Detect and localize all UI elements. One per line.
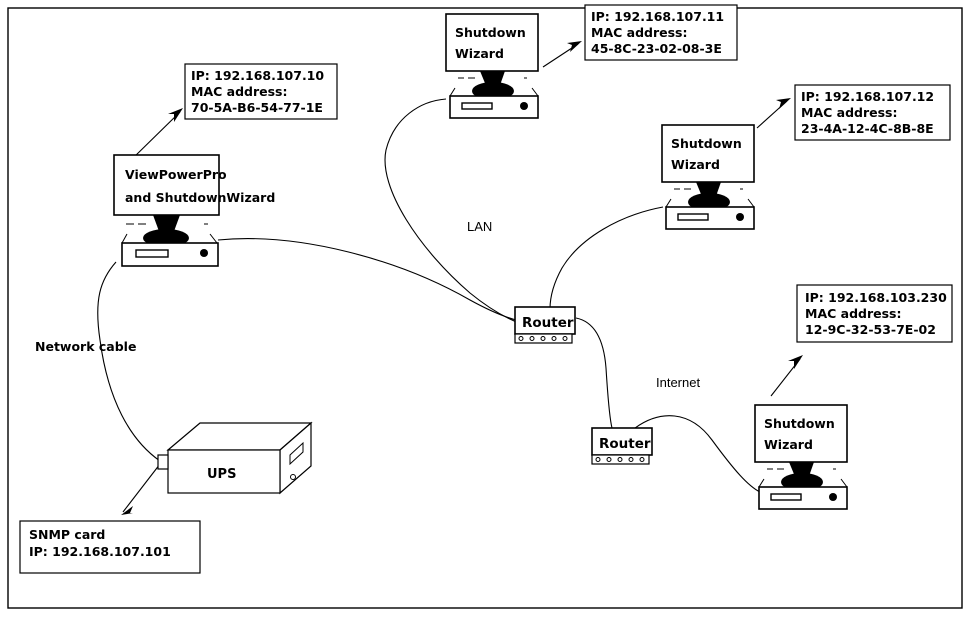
computer-shutdownwizard-right-label-line1: Shutdown bbox=[671, 136, 742, 151]
router-internet-port-3 bbox=[617, 457, 623, 462]
computer-shutdownwizard-top-label-line2: Wizard bbox=[455, 46, 504, 61]
callout-shutdownwizard-right: IP: 192.168.107.12 MAC address: 23-4A-12… bbox=[794, 84, 951, 141]
callout-snmp-card: SNMP card IP: 192.168.107.101 bbox=[19, 520, 201, 574]
computer-viewpowerpro-drive-slot bbox=[135, 249, 169, 258]
computer-shutdownwizard-internet-base bbox=[758, 486, 848, 510]
computer-shutdownwizard-right-base-edges bbox=[665, 198, 755, 208]
arrow-head-snmp-card bbox=[121, 506, 133, 515]
computer-shutdownwizard-internet-label-line2: Wizard bbox=[764, 437, 813, 452]
router-lan-port-2 bbox=[529, 336, 535, 341]
computer-shutdownwizard-top-label-line1: Shutdown bbox=[455, 25, 526, 40]
router-internet-body bbox=[591, 427, 653, 456]
callout-shutdownwizard-internet-line2: MAC address: bbox=[805, 306, 902, 321]
computer-shutdownwizard-right-label-line2: Wizard bbox=[671, 157, 720, 172]
callout-shutdownwizard-internet-line3: 12-9C-32-53-7E-02 bbox=[805, 322, 936, 337]
callout-shutdownwizard-top-box bbox=[584, 4, 738, 61]
router-lan-label: Router bbox=[522, 315, 574, 331]
computer-shutdownwizard-top-base-edges bbox=[449, 87, 539, 97]
arrow-head-callout-shutdownwizard-right bbox=[776, 98, 791, 109]
callout-shutdownwizard-right-line1: IP: 192.168.107.12 bbox=[801, 89, 934, 104]
callout-snmp-card-line1: SNMP card bbox=[29, 527, 105, 542]
router-internet[interactable]: Router bbox=[591, 427, 653, 465]
ups-vent-slot bbox=[289, 441, 304, 466]
computer-viewpowerpro[interactable]: ViewPowerPro and ShutdownWizard bbox=[113, 154, 275, 267]
computer-shutdownwizard-top-base bbox=[449, 95, 539, 119]
computer-shutdownwizard-internet-label-line1: Shutdown bbox=[764, 416, 835, 431]
computer-shutdownwizard-internet-power-button[interactable] bbox=[829, 493, 837, 501]
router-internet-port-5 bbox=[639, 457, 645, 462]
router-lan-port-5 bbox=[562, 336, 568, 341]
callout-snmp-card-box bbox=[19, 520, 201, 574]
cable-ups-to-viewpowerpro bbox=[97, 261, 161, 462]
callout-shutdownwizard-top: IP: 192.168.107.11 MAC address: 45-8C-23… bbox=[584, 4, 738, 61]
computer-shutdownwizard-right-power-button[interactable] bbox=[736, 213, 744, 221]
arrow-head-callout-viewpowerpro bbox=[168, 108, 183, 122]
cable-router-lan-to-router-internet bbox=[575, 317, 613, 429]
router-internet-port-4 bbox=[628, 457, 634, 462]
ups-device[interactable]: UPS bbox=[157, 421, 313, 495]
router-lan-port-3 bbox=[540, 336, 546, 341]
ups-front-face bbox=[167, 449, 281, 494]
ups-indicator-led bbox=[290, 474, 296, 480]
router-internet-port-strip bbox=[591, 454, 650, 465]
computer-shutdownwizard-internet[interactable]: Shutdown Wizard bbox=[754, 404, 848, 510]
callout-shutdownwizard-internet-box bbox=[796, 284, 953, 343]
router-lan-port-1 bbox=[518, 336, 524, 341]
computer-viewpowerpro-label-line2: and ShutdownWizard bbox=[125, 190, 275, 205]
cable-shutdownwizard-right-to-router bbox=[549, 206, 664, 310]
router-internet-port-2 bbox=[606, 457, 612, 462]
computer-shutdownwizard-internet-base-edges bbox=[758, 478, 848, 488]
callout-viewpowerpro-box bbox=[184, 63, 338, 120]
arrow-head-callout-shutdownwizard-top bbox=[567, 41, 582, 52]
computer-viewpowerpro-power-button[interactable] bbox=[200, 249, 208, 257]
computer-shutdownwizard-top-drive-slot bbox=[461, 102, 493, 110]
callout-shutdownwizard-right-line3: 23-4A-12-4C-8B-8E bbox=[801, 121, 934, 136]
callout-viewpowerpro-line1: IP: 192.168.107.10 bbox=[191, 68, 324, 83]
callout-shutdownwizard-right-line2: MAC address: bbox=[801, 105, 898, 120]
arrow-line-callout-viewpowerpro bbox=[130, 111, 181, 161]
computer-shutdownwizard-right-base bbox=[665, 206, 755, 230]
arrow-head-callout-shutdownwizard-internet bbox=[788, 355, 803, 369]
cable-viewpowerpro-to-router bbox=[217, 238, 517, 321]
computer-viewpowerpro-base-edges bbox=[121, 233, 218, 244]
callout-shutdownwizard-top-line2: MAC address: bbox=[591, 25, 688, 40]
router-internet-label: Router bbox=[599, 436, 651, 452]
computer-shutdownwizard-top-monitor bbox=[445, 13, 539, 72]
computer-viewpowerpro-monitor bbox=[113, 154, 220, 216]
computer-viewpowerpro-base bbox=[121, 242, 219, 267]
label-internet: Internet bbox=[656, 375, 700, 390]
computer-shutdownwizard-top[interactable]: Shutdown Wizard bbox=[445, 13, 539, 119]
cable-router-internet-to-shutdownwizard bbox=[634, 415, 761, 493]
label-network-cable: Network cable bbox=[35, 339, 136, 354]
callout-shutdownwizard-internet-line1: IP: 192.168.103.230 bbox=[805, 290, 947, 305]
callout-shutdownwizard-internet: IP: 192.168.103.230 MAC address: 12-9C-3… bbox=[796, 284, 953, 343]
router-lan[interactable]: Router bbox=[514, 306, 576, 344]
callout-shutdownwizard-right-box bbox=[794, 84, 951, 141]
computer-shutdownwizard-right-monitor bbox=[661, 124, 755, 183]
computer-viewpowerpro-stand bbox=[153, 215, 180, 234]
computer-shutdownwizard-internet-monitor bbox=[754, 404, 848, 463]
computer-shutdownwizard-top-power-button[interactable] bbox=[520, 102, 528, 110]
ups-label: UPS bbox=[207, 467, 236, 482]
router-lan-port-4 bbox=[551, 336, 557, 341]
callout-snmp-card-line2: IP: 192.168.107.101 bbox=[29, 544, 171, 559]
label-lan: LAN bbox=[467, 219, 492, 234]
computer-shutdownwizard-right[interactable]: Shutdown Wizard bbox=[661, 124, 755, 230]
callout-shutdownwizard-top-line3: 45-8C-23-02-08-3E bbox=[591, 41, 722, 56]
callout-viewpowerpro-line3: 70-5A-B6-54-77-1E bbox=[191, 100, 323, 115]
router-lan-port-strip bbox=[514, 333, 573, 344]
computer-viewpowerpro-label-line1: ViewPowerPro bbox=[125, 167, 227, 182]
callout-viewpowerpro-line2: MAC address: bbox=[191, 84, 288, 99]
arrow-line-snmp-card bbox=[122, 463, 161, 513]
callout-shutdownwizard-top-line1: IP: 192.168.107.11 bbox=[591, 9, 724, 24]
callout-viewpowerpro: IP: 192.168.107.10 MAC address: 70-5A-B6… bbox=[184, 63, 338, 120]
computer-shutdownwizard-internet-drive-slot bbox=[770, 493, 802, 501]
cable-shutdownwizard-top-to-router bbox=[384, 98, 525, 326]
router-internet-port-1 bbox=[595, 457, 601, 462]
computer-shutdownwizard-right-drive-slot bbox=[677, 213, 709, 221]
ups-network-port[interactable] bbox=[157, 454, 169, 470]
